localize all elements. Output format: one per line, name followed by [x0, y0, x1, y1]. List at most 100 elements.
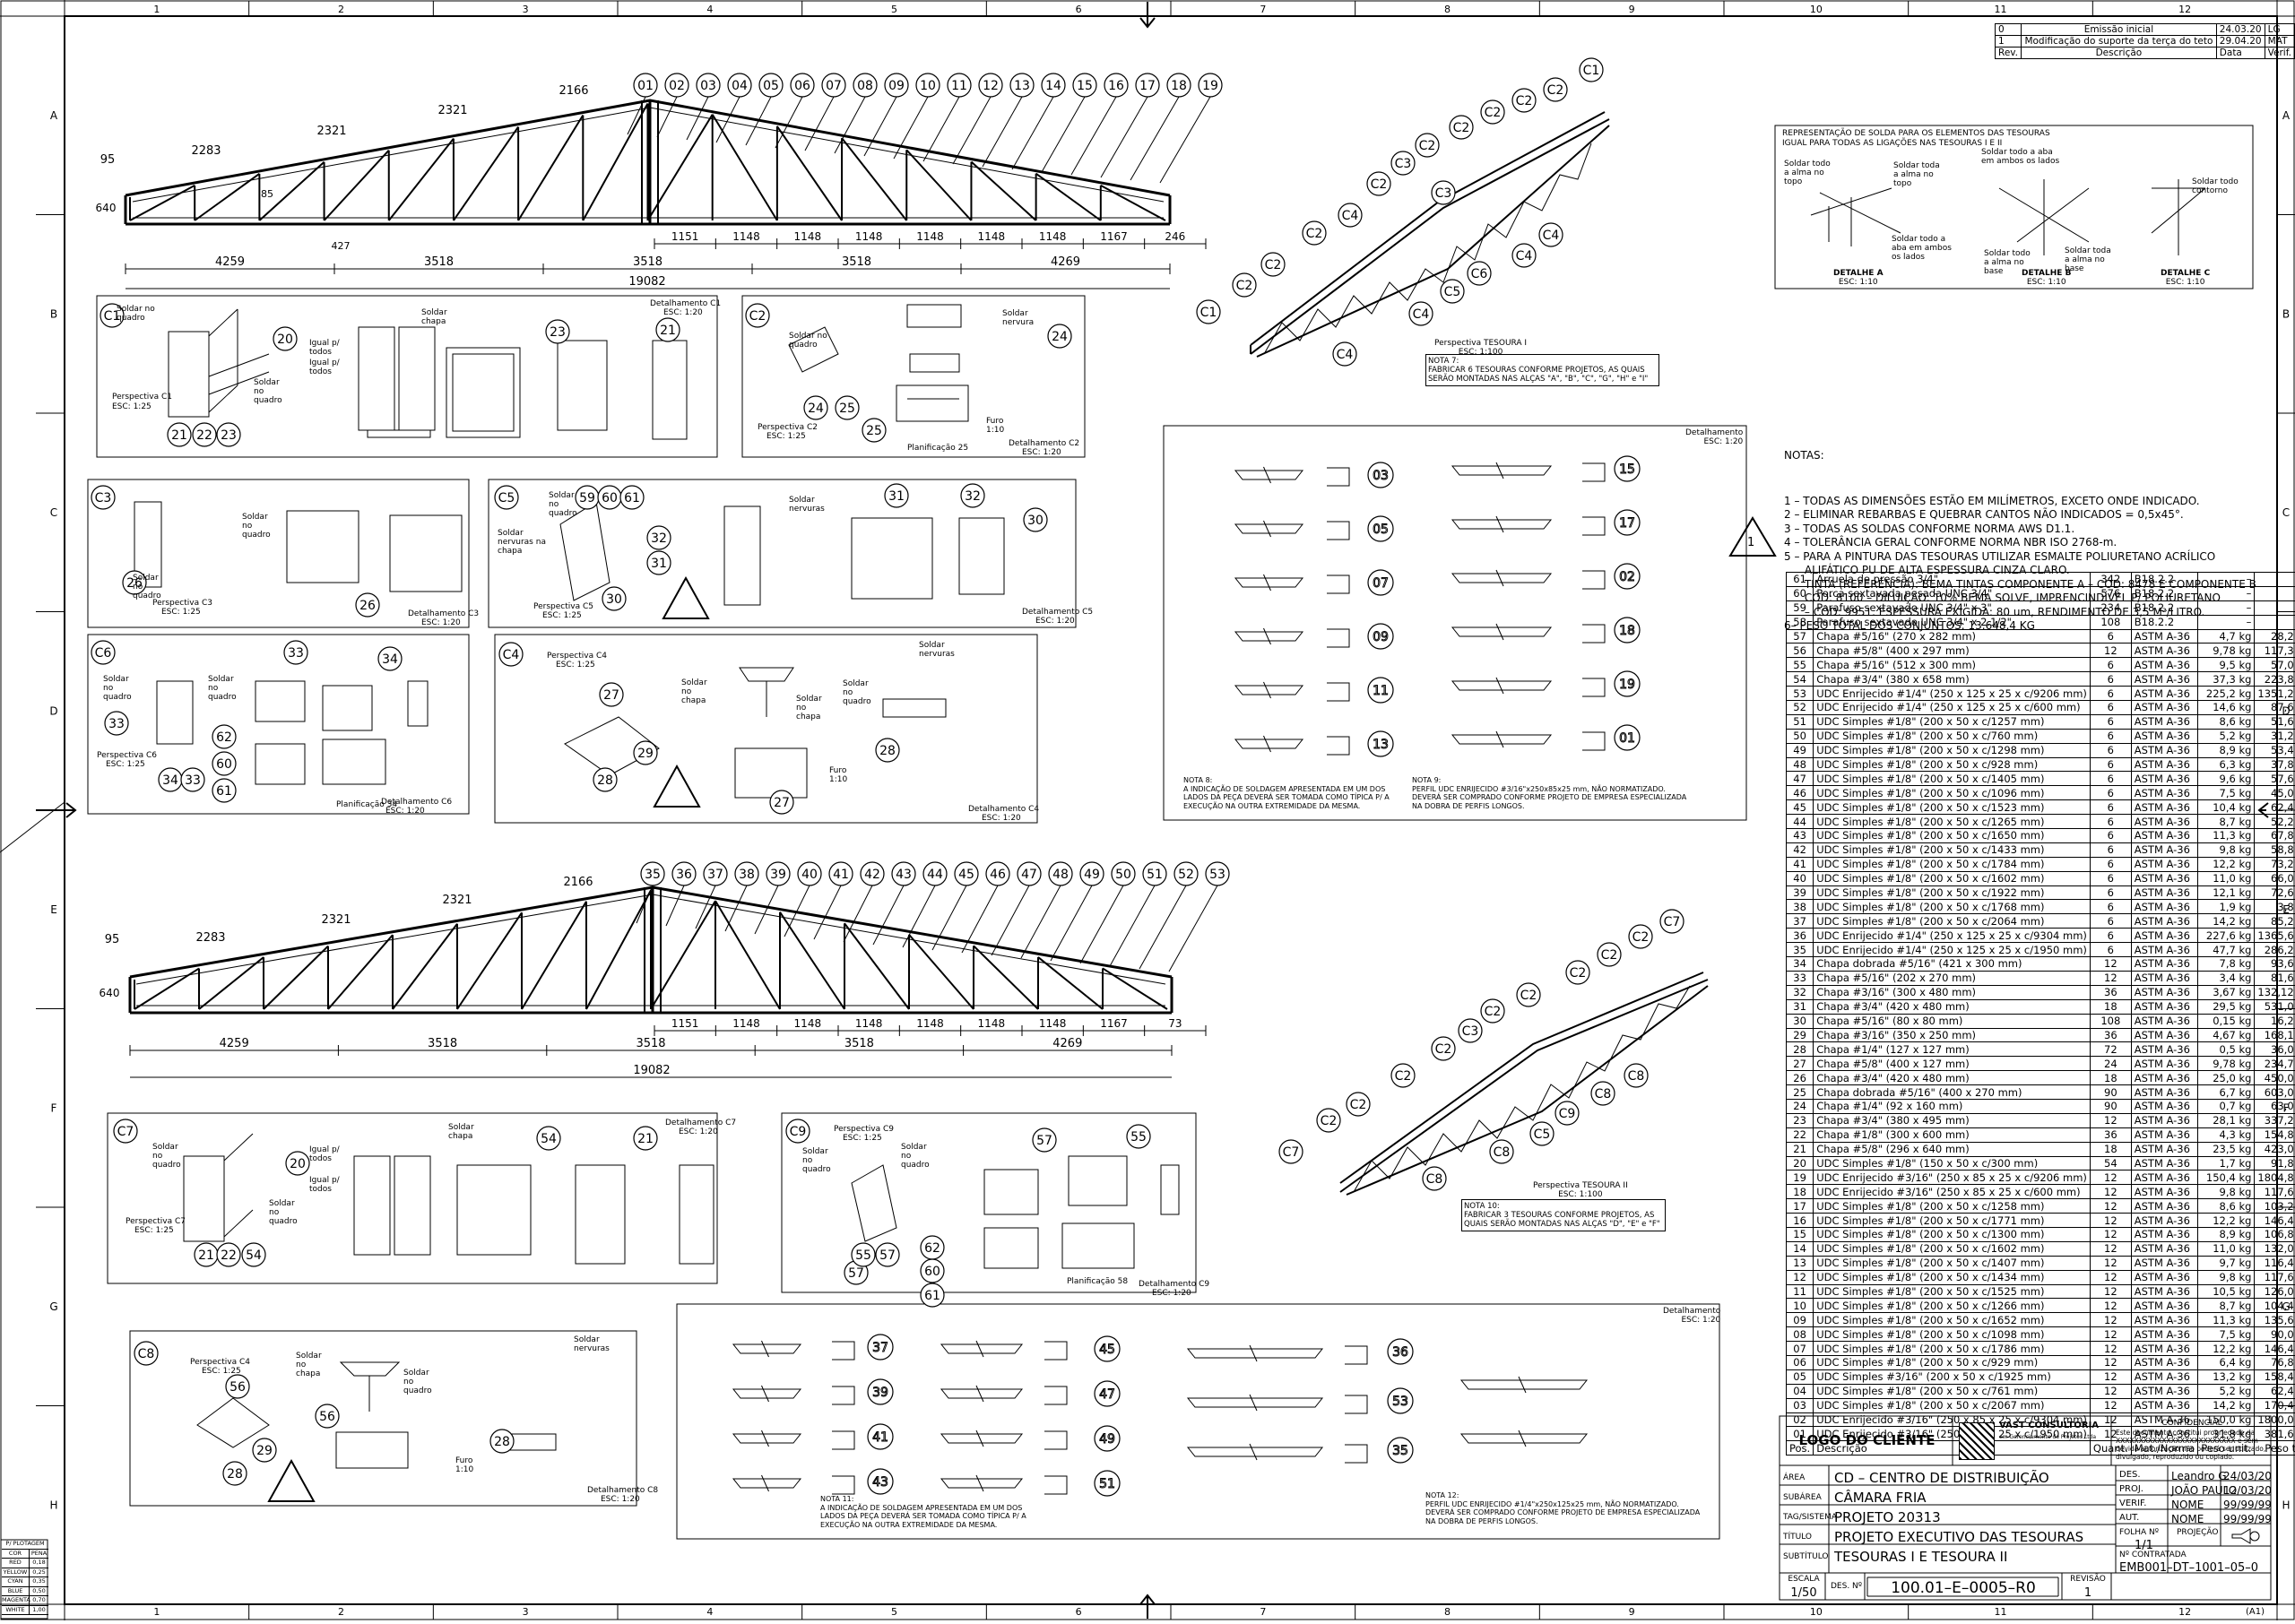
- callout-label: C2: [1453, 121, 1470, 135]
- dimension-label: 1148: [1039, 230, 1067, 243]
- callout-label: C1: [104, 309, 121, 324]
- callout-bubble: 51: [1095, 1471, 1120, 1496]
- callout-label: C2: [1321, 1114, 1338, 1128]
- grid-row-label: B: [2282, 307, 2290, 320]
- callout-label: 36: [1392, 1345, 1408, 1360]
- callout-label: 23: [221, 428, 237, 443]
- inner-frame: [65, 16, 2277, 1604]
- callout-label: C2: [1371, 177, 1388, 192]
- dimension-label: 95: [105, 933, 120, 946]
- callout-label: 49: [1099, 1432, 1115, 1447]
- callout-bubble: 07: [1368, 570, 1393, 595]
- callout-bubble: 27: [600, 683, 623, 706]
- callout-bubble: 11: [1368, 678, 1393, 703]
- callout-bubble: 12: [979, 73, 1002, 97]
- callout-label: C8: [1595, 1087, 1612, 1101]
- callout-label: 47: [1021, 868, 1037, 882]
- callout-label: 29: [637, 747, 654, 761]
- callout-bubble: 01: [1615, 725, 1640, 750]
- callout-bubble: 54: [537, 1127, 560, 1150]
- grid-row-label: B: [50, 307, 57, 320]
- callout-label: 12: [983, 79, 999, 93]
- callout-bubble: 26: [123, 571, 146, 594]
- callout-label: 21: [660, 324, 676, 338]
- callout-bubble: C6: [91, 641, 115, 664]
- callout-bubble: 04: [728, 73, 751, 97]
- callout-label: 09: [888, 79, 905, 93]
- callout-label: 13: [1014, 79, 1030, 93]
- callout-label: 40: [801, 868, 818, 882]
- callout-bubble: 49: [1095, 1426, 1120, 1451]
- callout-label: C2: [1485, 106, 1502, 120]
- callout-bubble: 30: [602, 587, 626, 610]
- grid-col-label: 11: [1995, 1606, 2007, 1618]
- callout-label: 57: [879, 1248, 896, 1263]
- callout-bubble: 27: [770, 790, 793, 814]
- grid-row-label: C: [2282, 506, 2290, 519]
- callout-bubble: 38: [735, 862, 758, 885]
- callout-bubble: C4: [1333, 342, 1356, 366]
- callout-label: 20: [290, 1157, 306, 1171]
- grid-row-label: F: [2283, 1101, 2290, 1114]
- callout-label: C1: [1200, 306, 1217, 320]
- grid-col-label: 1: [153, 4, 160, 15]
- center-mark-top: [1140, 2, 1155, 27]
- callout-label: 39: [770, 868, 786, 882]
- grid-col-label: 10: [1810, 4, 1823, 15]
- callout-label: 10: [920, 79, 936, 93]
- callout-bubble: 25: [836, 396, 859, 419]
- callout-bubble: 23: [546, 320, 569, 343]
- callout-bubble: 35: [1388, 1438, 1413, 1463]
- callout-bubble: 46: [986, 862, 1009, 885]
- callout-bubble: C3: [91, 486, 115, 509]
- callout-label: 13: [1373, 738, 1389, 752]
- piece-sketches: 0305070911131517021819013739414345474951…: [733, 456, 1640, 1496]
- callout-label: C2: [1601, 948, 1618, 963]
- callout-bubble: 20: [286, 1152, 309, 1175]
- dimension-label: 2283: [195, 931, 225, 945]
- callout-bubble: 61: [620, 486, 644, 509]
- callout-label: C2: [1435, 1042, 1452, 1057]
- grid-row-label: H: [49, 1499, 57, 1511]
- callout-bubble: 26: [356, 593, 379, 617]
- grid-row-label: A: [2282, 109, 2291, 122]
- callout-label: 51: [1099, 1477, 1115, 1491]
- callout-label: C4: [503, 648, 520, 662]
- callout-bubble: 45: [1095, 1336, 1120, 1361]
- callout-bubble: C2: [746, 304, 769, 327]
- callout-label: 54: [246, 1248, 262, 1263]
- callout-bubble: C5: [1530, 1122, 1554, 1145]
- callout-label: 53: [1392, 1395, 1408, 1409]
- callout-bubble: 31: [885, 484, 908, 507]
- callout-label: 28: [879, 744, 896, 758]
- dimension-label: 1151: [671, 230, 699, 243]
- callout-bubble: 33: [284, 641, 307, 664]
- callout-label: 53: [1209, 868, 1225, 882]
- callout-bubble: 18: [1167, 73, 1191, 97]
- callout-label: 31: [651, 557, 667, 571]
- callout-bubble: 09: [885, 73, 908, 97]
- callout-bubble: 61: [212, 779, 236, 802]
- callout-bubble: 43: [892, 862, 915, 885]
- dimension-label: 2166: [559, 84, 588, 98]
- callout-bubble: C7: [1660, 910, 1684, 933]
- callout-label: 43: [896, 868, 912, 882]
- grid-col-label: 9: [1629, 1606, 1635, 1618]
- grid-col-label: 5: [891, 4, 897, 15]
- grid-col-label: 3: [523, 4, 529, 15]
- callout-bubble: 02: [665, 73, 688, 97]
- callout-bubble: 34: [378, 647, 402, 670]
- callout-bubble: 56: [316, 1404, 339, 1428]
- callout-bubble: C2: [1233, 273, 1256, 297]
- callout-label: 30: [1027, 514, 1044, 528]
- callout-bubble: C3: [1459, 1019, 1482, 1042]
- callout-bubble: C2: [1629, 925, 1652, 948]
- dimension-total: 19082: [628, 275, 665, 289]
- callout-label: C2: [1516, 94, 1533, 108]
- callout-label: 06: [794, 79, 810, 93]
- callout-bubble: 21: [168, 423, 191, 446]
- callout-label: C8: [138, 1347, 155, 1361]
- callout-label: 54: [541, 1132, 557, 1146]
- callout-bubble: 13: [1368, 731, 1393, 756]
- callout-bubble: 10: [916, 73, 940, 97]
